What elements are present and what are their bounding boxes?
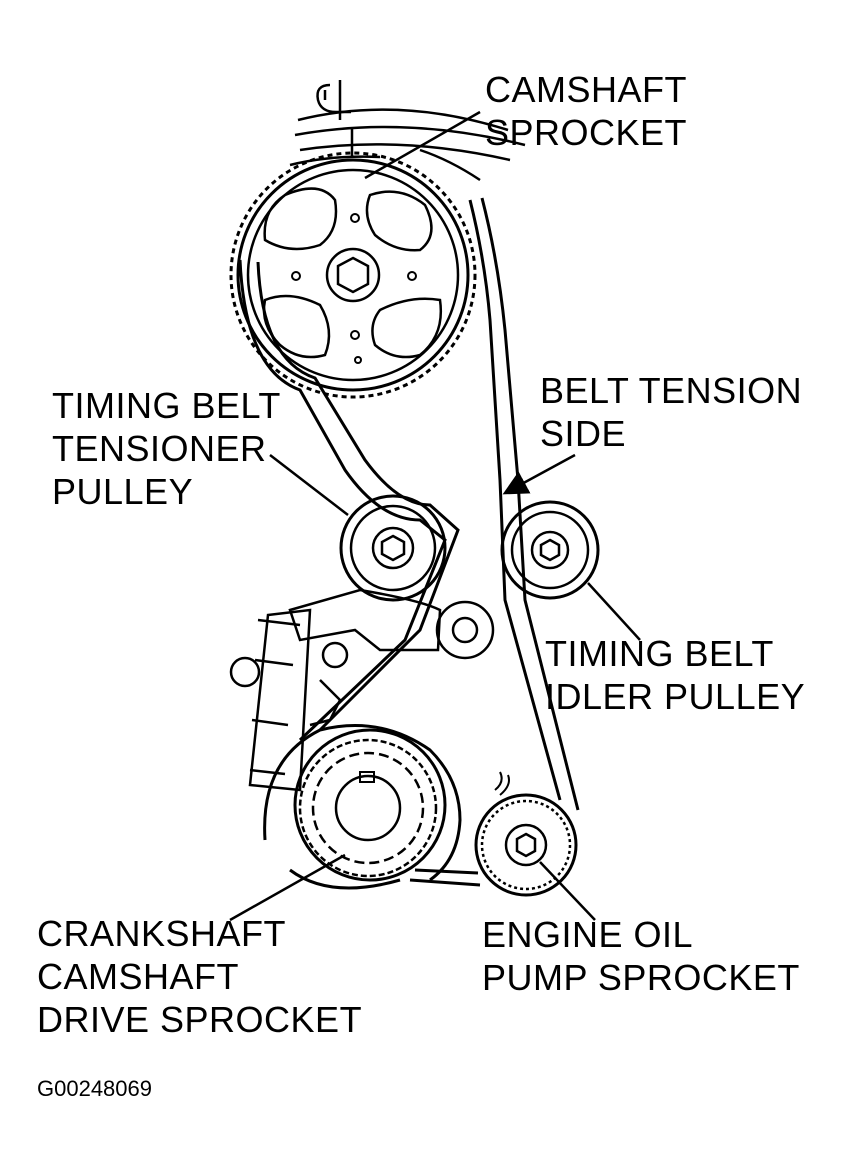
camshaft-sprocket	[229, 151, 477, 399]
engine-head-outline	[289, 80, 526, 182]
leader-lines	[229, 110, 641, 922]
label-oil-pump-sprocket: ENGINE OIL PUMP SPROCKET	[482, 914, 800, 998]
label-tensioner-pulley: TIMING BELT TENSIONER PULLEY	[52, 385, 281, 512]
figure-id: G00248069	[37, 1076, 152, 1101]
leader-belt-tension	[502, 453, 576, 495]
oil-pump-sprocket	[474, 771, 578, 897]
leader-idler	[587, 582, 641, 641]
label-camshaft-sprocket: CAMSHAFT SPROCKET	[485, 69, 688, 153]
leader-oil-pump	[539, 861, 596, 921]
tensioner-pulley	[339, 494, 447, 602]
leader-camshaft	[364, 110, 481, 180]
timing-belt	[238, 197, 580, 890]
label-crankshaft-sprocket: CRANKSHAFT CAMSHAFT DRIVE SPROCKET	[37, 913, 363, 1040]
leader-tensioner	[269, 454, 349, 516]
tensioner-assembly	[229, 588, 495, 792]
leader-crank	[229, 853, 346, 922]
crankshaft-sprocket	[263, 724, 462, 882]
label-idler-pulley: TIMING BELT IDLER PULLEY	[545, 633, 806, 717]
label-belt-tension-side: BELT TENSION SIDE	[540, 370, 803, 454]
idler-pulley	[500, 500, 600, 600]
